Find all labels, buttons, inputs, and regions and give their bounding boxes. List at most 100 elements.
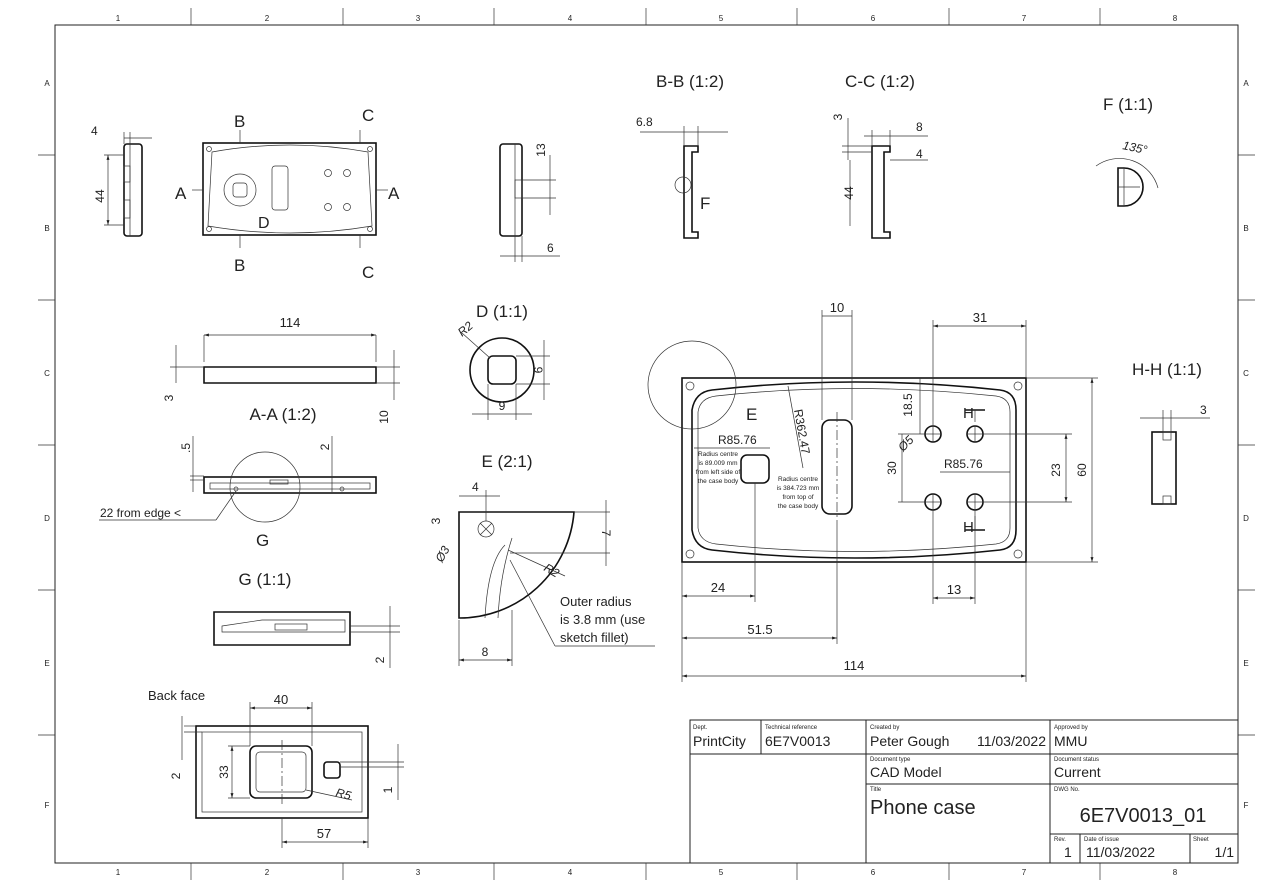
view-title-cc: C-C (1:2) <box>845 72 915 91</box>
dim-3: 3 <box>162 394 176 401</box>
doctype-label: Document type <box>870 757 911 763</box>
note-radius-top-1: Radius centre <box>778 476 818 483</box>
dim-51-5: 51.5 <box>747 622 772 637</box>
section-c-label: C <box>362 106 374 125</box>
left-side-view: 4 44 <box>91 124 152 237</box>
dim-3: 3 <box>429 517 443 524</box>
col-label: 5 <box>719 868 724 877</box>
col-label: 3 <box>416 14 421 23</box>
row-label: B <box>44 224 49 233</box>
dim-dia-5: Ø5 <box>895 433 917 455</box>
col-label: 1 <box>116 14 121 23</box>
created-by-value: Peter Gough <box>870 733 949 749</box>
detail-d-view: D (1:1) R2 9 9 <box>455 302 550 420</box>
dim-24: 24 <box>711 580 725 595</box>
col-label: 4 <box>568 868 573 877</box>
created-date-value: 11/03/2022 <box>977 733 1046 749</box>
col-label: 2 <box>265 14 270 23</box>
row-label: E <box>44 659 49 668</box>
main-plan-view: E H H 10 31 18.5 Ø5 30 R362.47 <box>647 300 1098 682</box>
row-label: F <box>1244 801 1249 810</box>
dim-r362: R362.47 <box>791 408 813 455</box>
col-label: 4 <box>568 14 573 23</box>
view-title-e: E (2:1) <box>481 452 532 471</box>
approved-by-value: MMU <box>1054 733 1087 749</box>
note-radius-left-3: from left side of <box>696 469 741 476</box>
dim-10: 10 <box>377 410 391 424</box>
dim-6: 6 <box>547 241 554 255</box>
dim-60: 60 <box>1075 463 1089 477</box>
note-outer-radius-2: is 3.8 mm (use <box>560 612 645 627</box>
dim-33: 33 <box>217 765 231 779</box>
created-label: Created by <box>870 725 899 731</box>
dim-2: 2 <box>373 656 387 663</box>
view-title-bb: B-B (1:2) <box>656 72 724 91</box>
dim-8: 8 <box>916 120 923 134</box>
rev-label: Rev. <box>1054 837 1066 843</box>
dim-r5: R5 <box>334 785 353 803</box>
dim-114: 114 <box>844 658 865 673</box>
detail-d-label: D <box>258 215 270 232</box>
col-label: 2 <box>265 868 270 877</box>
top-plan-view: B B C C A A D <box>175 106 400 282</box>
issue-label: Date of issue <box>1084 837 1120 843</box>
techref-value: 6E7V0013 <box>765 733 831 749</box>
row-label: C <box>1243 369 1249 378</box>
dim-9-horizontal: 9 <box>499 399 506 413</box>
dim-dia-3: Ø3 <box>432 543 453 565</box>
note-radius-top-3: from top of <box>782 494 813 501</box>
section-b-label: B <box>234 256 245 275</box>
detail-g-label: G <box>256 531 269 550</box>
dwg-value: 6E7V0013_01 <box>1080 805 1207 827</box>
row-label: A <box>44 79 50 88</box>
dim-7: 7 <box>599 530 613 537</box>
row-label: F <box>45 801 50 810</box>
docstatus-value: Current <box>1054 764 1101 780</box>
title-value: Phone case <box>870 797 976 819</box>
col-label: 8 <box>1173 868 1178 877</box>
detail-e-view: E (2:1) 4 3 Ø3 7 R2 Outer radius is 3.8 … <box>429 452 655 666</box>
note-radius-left-1: Radius centre <box>698 451 738 458</box>
note-outer-radius-1: Outer radius <box>560 594 632 609</box>
dim-2: 2 <box>318 443 332 450</box>
dwg-label: DWG No. <box>1054 787 1080 793</box>
dim-4: 4 <box>472 480 479 494</box>
techref-label: Technical reference <box>765 725 818 731</box>
dim-4: 4 <box>916 147 923 161</box>
dim-13: 13 <box>534 143 548 157</box>
dim-135-angle: 135° <box>1121 138 1148 157</box>
detail-f-view: F (1:1) 135° <box>1095 95 1159 207</box>
dim-30: 30 <box>885 461 899 475</box>
dim-57: 57 <box>317 826 331 841</box>
dim-114: 114 <box>280 315 301 330</box>
side-elevation-view: 114 3 10 <box>162 315 400 424</box>
dim-44: 44 <box>842 186 856 200</box>
view-title-f: F (1:1) <box>1103 95 1153 114</box>
dim-44: 44 <box>93 189 107 203</box>
sheet-label: Sheet <box>1193 837 1209 843</box>
row-label: D <box>1243 514 1249 523</box>
dim-r85-left: R85.76 <box>718 433 757 447</box>
note-radius-top-4: the case body <box>778 503 819 510</box>
sheet-value: 1/1 <box>1215 844 1235 860</box>
col-label: 1 <box>116 868 121 877</box>
dim-23: 23 <box>1049 463 1063 477</box>
dim-r2: R2 <box>542 560 563 580</box>
dept-value: PrintCity <box>693 733 746 749</box>
view-title-g: G (1:1) <box>239 570 292 589</box>
col-label: 7 <box>1022 14 1027 23</box>
section-aa-view: A-A (1:2) .5 2 22 from edge < G <box>99 405 377 550</box>
col-label: 5 <box>719 14 724 23</box>
dim-18-5: 18.5 <box>901 393 915 417</box>
section-c-label: C <box>362 263 374 282</box>
dim-0-5: .5 <box>179 443 193 453</box>
col-label: 6 <box>871 868 876 877</box>
detail-f-label: F <box>700 194 710 213</box>
dim-r2: R2 <box>455 319 476 340</box>
rev-value: 1 <box>1064 844 1072 860</box>
detail-g-view: G (1:1) 2 <box>213 570 400 668</box>
view-title-d: D (1:1) <box>476 302 528 321</box>
view-title-hh: H-H (1:1) <box>1132 360 1202 379</box>
dim-1: 1 <box>381 786 395 793</box>
